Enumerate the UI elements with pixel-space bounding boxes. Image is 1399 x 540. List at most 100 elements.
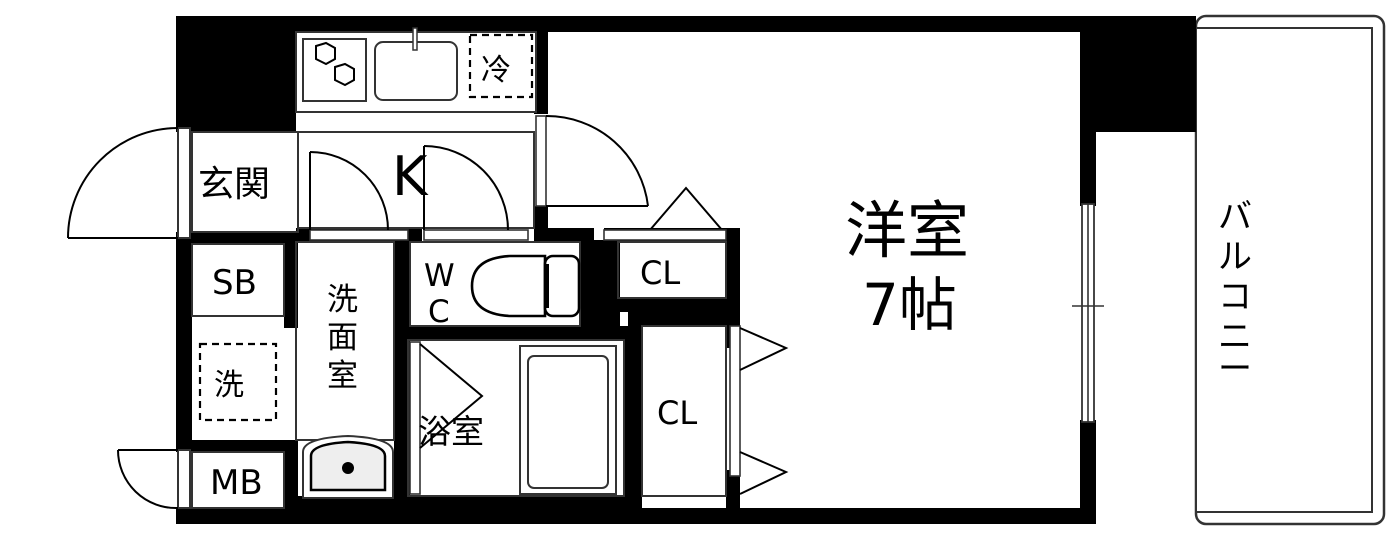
cl-door-frame[interactable] <box>729 325 741 477</box>
structural-walls <box>176 16 1196 524</box>
wall-corner-bottom-left <box>176 508 192 524</box>
toilet-bowl <box>470 254 547 318</box>
wall-top <box>176 16 1096 32</box>
wall-cl-upper-bottom <box>604 298 740 312</box>
wall-wc-right <box>580 228 594 340</box>
meter-box-door[interactable] <box>117 449 191 510</box>
washer-dashed-box <box>198 342 278 422</box>
wall-genkan-sb-divider <box>176 232 296 244</box>
wall-senmen-right-lower <box>394 334 410 524</box>
bath-door-frame[interactable] <box>409 341 421 495</box>
refrigerator-dashed-box <box>468 33 534 99</box>
senmen-label-line-3: 室 <box>327 358 358 394</box>
refrigerator-label: 冷 <box>481 53 511 88</box>
sink-icon <box>374 27 458 101</box>
bathtub-basin <box>527 355 609 489</box>
wall-sb-right <box>284 232 298 328</box>
living-room-size-label: 7帖 <box>862 271 957 339</box>
washroom-door[interactable] <box>309 151 409 241</box>
room-labels: 玄関 SB MB K 洗 面 室 W C 浴室 CL CL 洋室 7帖 <box>198 145 969 503</box>
bath-door-folding-arrow <box>419 343 484 449</box>
wall-kitchen-bottom-right <box>534 228 594 242</box>
balcony-label-char-2: ル <box>1218 237 1252 277</box>
wall-cl-lower-right-lower <box>726 470 740 524</box>
balcony-inner-rail <box>1195 27 1373 513</box>
entrance-door-swing-arc <box>67 127 179 239</box>
cl-upper-outline <box>617 241 727 299</box>
living-room-name-label: 洋室 <box>845 194 969 267</box>
bath-outline <box>407 339 625 497</box>
room-door-swing-arc <box>545 114 649 207</box>
mb-label: MB <box>210 463 263 503</box>
cl-upper-folding-arrow <box>739 327 789 371</box>
kitchen-counter-group: 冷 <box>295 27 537 113</box>
toilet-icon <box>470 254 581 318</box>
balcony-label-char-5: ー <box>1218 349 1252 389</box>
balcony-label-char-3: コ <box>1218 277 1252 317</box>
genkan-right-open <box>284 132 298 232</box>
wall-bath-top <box>408 326 638 340</box>
senmen-label-line-2: 面 <box>327 320 358 356</box>
bathtub-icon <box>519 345 617 495</box>
sink-faucet <box>412 27 418 51</box>
washroom-door-frame[interactable] <box>309 229 409 241</box>
kitchen-door-swing-arc <box>423 145 509 231</box>
kitchen-door-frame[interactable] <box>423 229 529 241</box>
interior-outlines <box>191 131 727 509</box>
balcony-label-char-4: ニ <box>1218 317 1252 357</box>
genkan-label: 玄関 <box>198 164 270 205</box>
stove-icon <box>302 38 367 102</box>
balcony-label-char-1: バ <box>1218 197 1252 237</box>
entrance-door[interactable] <box>67 127 191 239</box>
wc-label-line-2: C <box>428 294 450 330</box>
kitchen-label: K <box>392 145 429 208</box>
vanity-drain <box>342 462 354 474</box>
wall-bath-right <box>624 326 638 524</box>
washroom-door-swing-arc <box>309 151 389 231</box>
kitchen-door[interactable] <box>423 145 529 241</box>
cl-lower-outline <box>641 325 727 497</box>
wall-right-upper <box>1080 16 1096 206</box>
kitchen-outline <box>297 131 535 229</box>
living-room-door[interactable] <box>535 114 649 207</box>
wall-mb-right <box>284 440 298 524</box>
stove-burner-1 <box>315 41 336 66</box>
wall-cl-upper-left <box>604 228 618 312</box>
bathroom-folding-door[interactable] <box>409 341 484 495</box>
cl-lower-folding-arrow <box>739 451 789 495</box>
mb-door-frame[interactable] <box>177 449 191 509</box>
toilet-tank <box>543 254 581 318</box>
wall-cl-lower-top <box>628 312 740 326</box>
balcony-area: バ ル コ ニ ー <box>1194 14 1386 526</box>
wall-left-middle <box>176 240 192 448</box>
entrance-door-frame[interactable] <box>177 127 191 239</box>
mb-outline <box>191 451 285 509</box>
wc-label-line-1: W <box>424 258 455 294</box>
balcony-sliding-door[interactable] <box>1072 203 1104 423</box>
sb-outline <box>191 243 285 317</box>
wall-kitchen-room-upper <box>534 32 548 114</box>
wall-right-lower <box>1080 420 1096 524</box>
cl-upper-opening[interactable] <box>603 229 727 241</box>
cl-lower-label: CL <box>657 394 697 432</box>
closet-folding-door-upper[interactable] <box>729 325 789 495</box>
washing-machine-space: 洗 <box>198 342 278 422</box>
wall-corridor-corner <box>296 228 310 242</box>
wall-kitchen-corner <box>408 228 422 242</box>
washer-label: 洗 <box>214 368 244 403</box>
cl-upper-label: CL <box>640 254 680 292</box>
stove-burner-2 <box>334 62 355 87</box>
refrigerator-space: 冷 <box>468 33 534 99</box>
wall-senmen-bottom <box>192 440 298 452</box>
mb-door-swing-arc <box>117 449 179 510</box>
senmen-label-line-1: 洗 <box>327 282 358 318</box>
room-door-frame[interactable] <box>535 115 547 207</box>
sb-label: SB <box>212 263 257 303</box>
wall-sb-bottom-stub <box>284 316 298 328</box>
wall-pillar-top-right <box>1096 16 1196 132</box>
wall-bath-bottom <box>296 496 628 510</box>
wash-basin-icon <box>302 434 394 499</box>
bathroom-label: 浴室 <box>418 412 484 451</box>
